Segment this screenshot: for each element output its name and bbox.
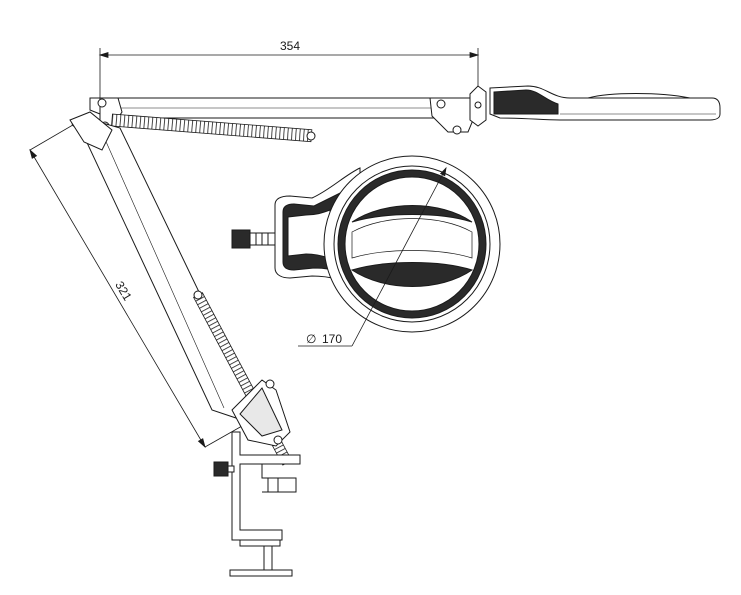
table-clamp [213, 431, 301, 577]
magnifier-front-view [274, 155, 501, 333]
dimension-label-170-symbol: ∅ [306, 332, 316, 346]
dimension-321 [29, 121, 243, 449]
magnifier-side-knob [231, 229, 276, 249]
dimension-label-170: 170 [322, 332, 342, 346]
dimension-label-354: 354 [280, 39, 300, 53]
base-joint [231, 379, 291, 447]
dimension-354 [98, 48, 480, 98]
dimension-170 [298, 166, 447, 347]
head-joint [469, 85, 487, 127]
lower-arm [69, 111, 253, 419]
lamp-head-side-view [489, 85, 721, 121]
dimension-label-321: 321 [112, 279, 134, 304]
